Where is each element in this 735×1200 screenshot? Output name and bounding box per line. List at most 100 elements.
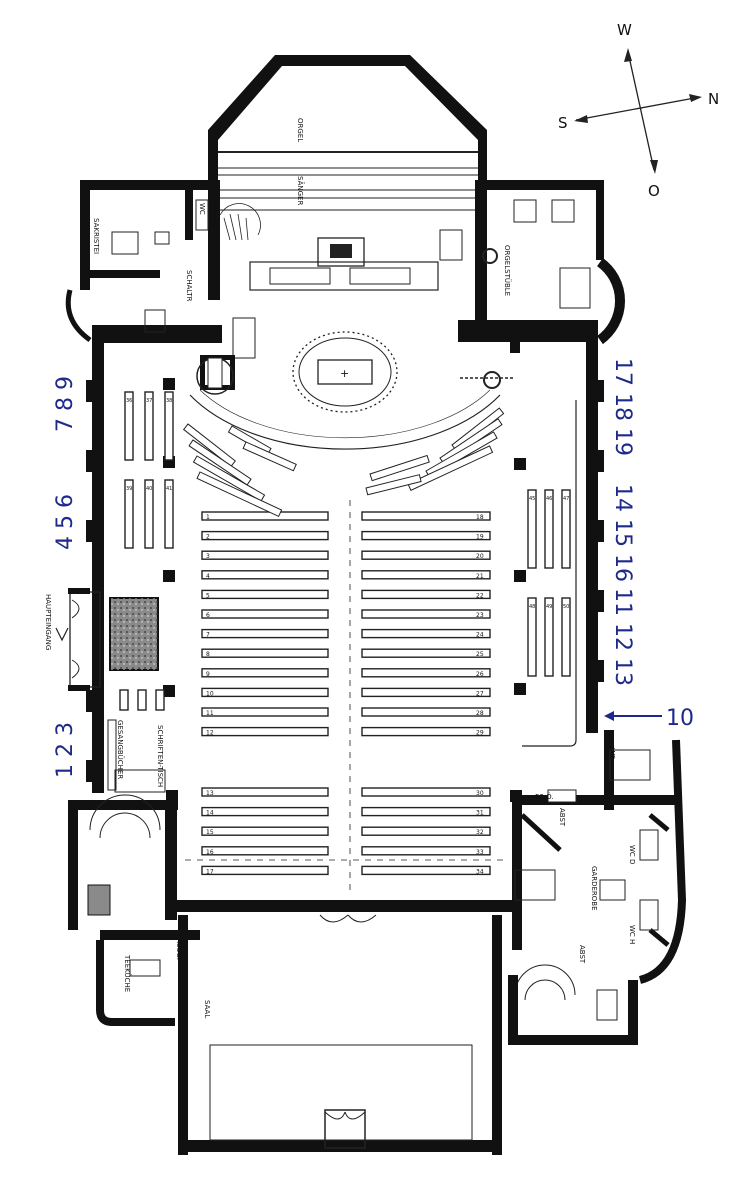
teekueche-label: TEEKÜCHE bbox=[123, 954, 132, 992]
organ-room-block: ORGELSTÜBLE bbox=[439, 180, 626, 353]
pew-left-4-number: 4 bbox=[206, 573, 210, 580]
side-pew-right-46-number: 46 bbox=[546, 496, 552, 502]
pew-right-31 bbox=[361, 806, 491, 817]
pew-right-29 bbox=[361, 726, 491, 737]
pew-right-27-number: 27 bbox=[476, 690, 484, 697]
wc-d-label: WC D bbox=[628, 845, 636, 864]
side-pew-left-36-number: 36 bbox=[126, 398, 132, 404]
pew-right-19 bbox=[361, 530, 491, 541]
nave-walls bbox=[86, 180, 604, 912]
small-pew bbox=[155, 689, 165, 711]
compass-o-label: O bbox=[648, 182, 660, 200]
gesangbuecher-label: GESANGBÜCHER bbox=[116, 720, 125, 779]
pew-left-11-number: 11 bbox=[206, 710, 214, 717]
small-pew bbox=[137, 689, 147, 711]
schriftentisch-label: SCHRIFTEN-TISCH bbox=[156, 725, 164, 787]
pew-right-25-number: 25 bbox=[476, 651, 484, 658]
side-pew-right-50 bbox=[561, 597, 571, 677]
wc-top-label: WC bbox=[198, 203, 206, 215]
side-pew-right-46 bbox=[544, 489, 554, 569]
organ-apse: ORGEL SÄNGER bbox=[208, 55, 487, 291]
pew-left-1-number: 1 bbox=[206, 514, 210, 521]
pew-right-21-number: 21 bbox=[476, 573, 484, 580]
pew-left-16 bbox=[201, 846, 329, 856]
compass-w-label: W bbox=[617, 21, 632, 39]
pew-right-23 bbox=[361, 609, 491, 619]
wf-label: WF bbox=[608, 748, 616, 759]
section-right-10: 10 bbox=[666, 706, 694, 731]
pew-right-32-number: 32 bbox=[476, 829, 484, 836]
pew-right-27 bbox=[361, 687, 491, 698]
pew-right-26-number: 26 bbox=[476, 671, 484, 678]
side-pew-left-37 bbox=[144, 391, 154, 461]
pew-left-1 bbox=[201, 511, 329, 521]
pew-left-10 bbox=[201, 687, 329, 698]
pew-right-19-number: 19 bbox=[476, 534, 484, 541]
pew-left-10-number: 10 bbox=[206, 690, 214, 697]
abst2-label: ABST bbox=[578, 945, 586, 964]
side-pew-right-47 bbox=[561, 489, 571, 569]
pew-right-28 bbox=[361, 707, 491, 717]
pew-right-34-number: 34 bbox=[476, 868, 484, 875]
section-left-bottom: 1 2 3 bbox=[53, 722, 78, 778]
section-right-3: 11 12 13 bbox=[610, 588, 635, 686]
main-entrance[interactable]: HAUPTEINGANG bbox=[44, 588, 159, 691]
orgel-label: ORGEL bbox=[296, 118, 304, 142]
pew-left-12-number: 12 bbox=[206, 730, 214, 737]
pew-right-34 bbox=[361, 865, 491, 876]
haupteingang-label: HAUPTEINGANG bbox=[44, 594, 52, 650]
pew-block: 1234567891011121314151617181920212223242… bbox=[201, 511, 491, 876]
pew-left-15 bbox=[201, 826, 329, 836]
section-numbers: 7 8 9 4 5 6 1 2 3 17 18 19 14 15 16 11 1… bbox=[53, 358, 694, 778]
abst1-label: ABST bbox=[558, 808, 566, 827]
pew-left-12 bbox=[201, 726, 329, 737]
side-pew-right-48 bbox=[527, 597, 537, 677]
side-pew-left-38 bbox=[164, 391, 174, 461]
schaltr-label: SCHALTR bbox=[185, 270, 193, 302]
side-pew-right-48-number: 48 bbox=[529, 604, 535, 610]
pew-left-4 bbox=[201, 570, 329, 580]
pew-right-25 bbox=[361, 648, 491, 658]
pew-right-30 bbox=[361, 787, 491, 797]
section-left-top: 7 8 9 bbox=[53, 376, 78, 432]
pew-left-5 bbox=[201, 589, 329, 600]
pew-right-28-number: 28 bbox=[476, 710, 484, 717]
arrow-icon bbox=[604, 711, 614, 721]
pew-left-8 bbox=[201, 648, 329, 658]
pew-left-11 bbox=[201, 707, 329, 717]
section-right-2: 14 15 16 bbox=[610, 484, 635, 582]
pew-left-14-number: 14 bbox=[206, 810, 214, 817]
side-pew-left-37-number: 37 bbox=[146, 398, 152, 404]
pew-right-20 bbox=[361, 550, 491, 560]
side-pew-left-40 bbox=[144, 479, 154, 549]
pew-right-29-number: 29 bbox=[476, 730, 484, 737]
side-pew-right-49 bbox=[544, 597, 554, 677]
ausg-label: AUSG. bbox=[175, 938, 183, 960]
pew-right-26 bbox=[361, 668, 491, 678]
pew-left-8-number: 8 bbox=[206, 651, 210, 658]
small-pew bbox=[119, 689, 129, 711]
altar: + bbox=[189, 331, 515, 450]
pew-left-9-number: 9 bbox=[206, 671, 210, 678]
garderobe-label: GARDEROBE bbox=[590, 866, 598, 911]
pew-right-23-number: 23 bbox=[476, 612, 484, 619]
pew-right-30-number: 30 bbox=[476, 790, 484, 797]
side-pew-left-38-number: 38 bbox=[166, 398, 172, 404]
pew-right-18-number: 18 bbox=[476, 514, 484, 521]
compass-s-label: S bbox=[558, 114, 568, 132]
pew-left-13-number: 13 bbox=[206, 790, 214, 797]
pew-left-14 bbox=[201, 806, 329, 817]
side-pew-right-47-number: 47 bbox=[563, 496, 569, 502]
pew-left-3 bbox=[201, 550, 329, 560]
section-right-1: 17 18 19 bbox=[610, 358, 635, 456]
compass-n-label: N bbox=[708, 90, 719, 108]
side-pew-right-45 bbox=[527, 489, 537, 569]
pew-left-7 bbox=[201, 628, 329, 639]
side-pew-left-39-number: 39 bbox=[126, 486, 132, 492]
side-pew-left-41-number: 41 bbox=[166, 486, 172, 492]
pew-right-21 bbox=[361, 570, 491, 580]
pew-left-16-number: 16 bbox=[206, 849, 214, 856]
pew-right-24 bbox=[361, 628, 491, 639]
